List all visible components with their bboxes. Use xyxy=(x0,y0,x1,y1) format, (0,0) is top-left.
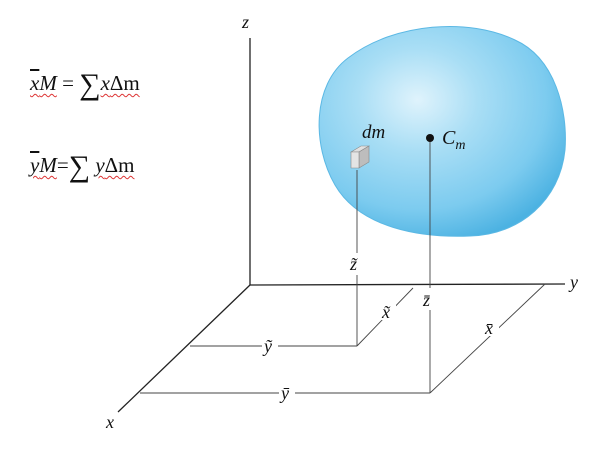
center-of-mass-label: Cm xyxy=(442,127,465,153)
z-tilde-label: z̃ xyxy=(349,254,359,274)
dm-label: dm xyxy=(362,122,385,143)
eq2-lhs-mass: M xyxy=(39,153,57,177)
x-axis-label: x xyxy=(105,412,114,432)
z-axis-label: z xyxy=(241,12,249,32)
y-axis-label: y xyxy=(568,272,578,292)
axes xyxy=(117,38,566,413)
eq2-rhs-tail: Δm xyxy=(104,153,135,177)
equation-x-moment: xM = ∑xΔm xyxy=(30,68,140,102)
center-of-mass-dot xyxy=(426,134,434,142)
y-axis xyxy=(249,283,566,286)
equation-y-moment: yM=∑ yΔm xyxy=(30,150,134,184)
x-tilde-label: x̃ xyxy=(381,302,391,322)
eq1-rhs-var: x xyxy=(100,71,110,95)
mass-body-blob xyxy=(318,26,566,237)
eq1-lhs-var: x xyxy=(30,71,40,95)
dm-cube xyxy=(349,145,371,169)
eq1-rhs-tail: Δm xyxy=(109,71,140,95)
coordinate-labels: z̃ z̄ x̃ x̄ ỹ ȳ xyxy=(262,253,499,403)
eq1-equals: = xyxy=(62,71,74,95)
cm-x-line xyxy=(429,283,546,394)
eq2-rhs-var: y xyxy=(95,153,105,177)
eq2-equals: = xyxy=(56,153,69,177)
y-bar-label: ȳ xyxy=(279,383,290,403)
eq1-sum: ∑ xyxy=(79,68,101,101)
eq2-lhs-var: y xyxy=(30,153,40,177)
x-bar-label: x̄ xyxy=(484,318,493,338)
eq2-sum: ∑ xyxy=(68,150,91,183)
x-axis xyxy=(117,284,251,413)
y-tilde-label: ỹ xyxy=(262,336,273,356)
z-bar-label: z̄ xyxy=(422,290,431,310)
eq1-lhs-mass: M xyxy=(39,71,57,95)
